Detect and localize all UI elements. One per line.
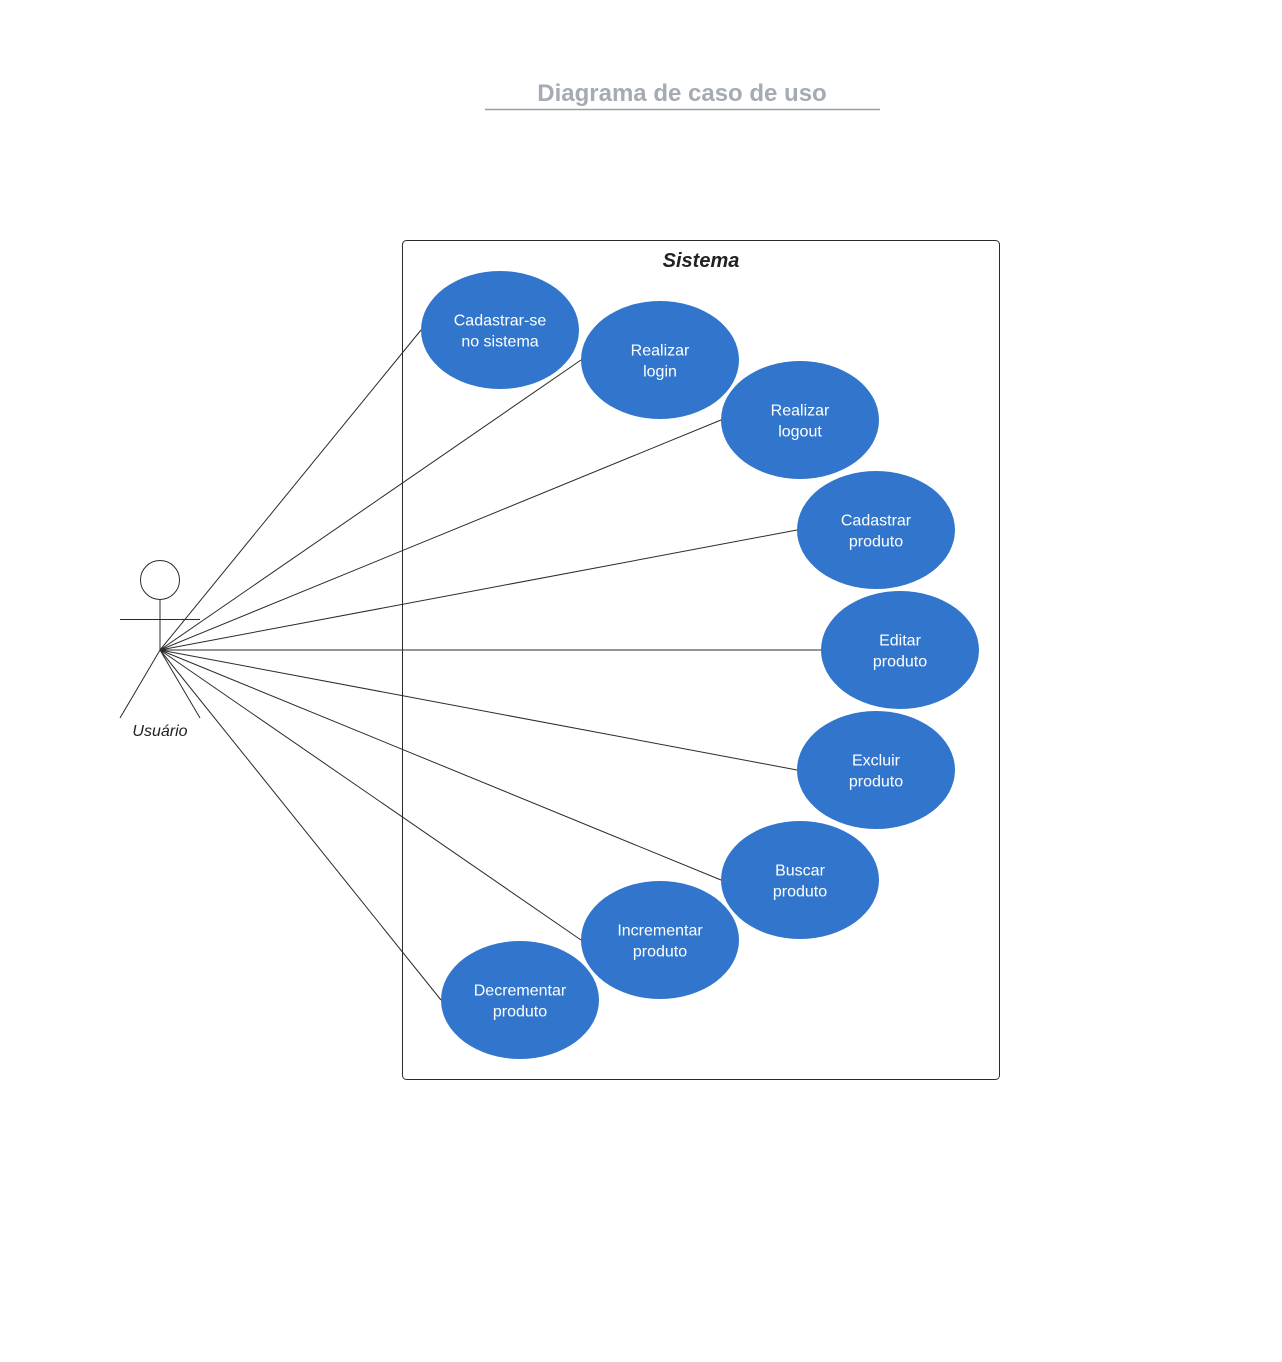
use-case-label: Decrementar	[474, 983, 567, 1000]
use-case-label: Cadastrar	[841, 513, 912, 530]
association-realizar-login	[159, 359, 582, 651]
use-case-label: login	[643, 364, 677, 381]
use-case-label: Editar	[879, 633, 921, 650]
use-case-label: logout	[778, 424, 822, 441]
use-case-excluir-produto[interactable]: Excluir produto	[797, 711, 955, 829]
use-case-label: Buscar	[775, 863, 825, 880]
use-case-ellipse	[581, 881, 739, 999]
association-buscar-produto	[159, 649, 722, 881]
use-case-ellipse	[721, 821, 879, 939]
association-incrementar-produto	[159, 649, 582, 941]
actor[interactable]: Usuário	[119, 560, 201, 741]
association-cadastrar-produto	[159, 529, 798, 651]
use-case-label: produto	[493, 1004, 547, 1021]
use-case-ellipse	[721, 361, 879, 479]
use-case-ellipse	[821, 591, 979, 709]
use-case-editar-produto[interactable]: Editar produto	[821, 591, 979, 709]
use-case-label: Excluir	[852, 753, 901, 770]
actor-head	[140, 560, 180, 600]
use-case-ellipse	[581, 301, 739, 419]
use-case-label: Realizar	[631, 343, 690, 360]
actor-right-leg	[159, 649, 201, 719]
association-realizar-logout	[159, 419, 722, 651]
use-case-label: produto	[633, 944, 687, 961]
actor-label: Usuário	[132, 723, 187, 740]
use-case-cadastrar-produto[interactable]: Cadastrar produto	[797, 471, 955, 589]
use-case-buscar-produto[interactable]: Buscar produto	[721, 821, 879, 939]
use-case-label: produto	[873, 654, 927, 671]
use-case-label: Incrementar	[617, 923, 703, 940]
association-cadastrar-se	[159, 329, 422, 651]
use-case-decrementar-produto[interactable]: Decrementar produto	[441, 941, 599, 1059]
use-case-label: produto	[849, 774, 903, 791]
use-case-label: Realizar	[771, 403, 830, 420]
use-case-label: Cadastrar-se	[454, 313, 547, 330]
use-case-ellipse	[441, 941, 599, 1059]
system-boundary	[402, 240, 1000, 1080]
use-case-ellipse	[421, 271, 579, 389]
use-case-incrementar-produto[interactable]: Incrementar produto	[581, 881, 739, 999]
use-case-ellipse	[797, 711, 955, 829]
association-decrementar-produto	[159, 649, 442, 1001]
use-case-realizar-login[interactable]: Realizar login	[581, 301, 739, 419]
association-excluir-produto	[159, 649, 798, 771]
use-case-label: no sistema	[461, 334, 538, 351]
use-case-cadastrar-se[interactable]: Cadastrar-se no sistema	[421, 271, 579, 389]
use-case-label: produto	[849, 534, 903, 551]
stick-figure-actor-icon	[119, 560, 201, 719]
associations	[159, 329, 821, 1001]
actor-left-leg	[119, 649, 161, 719]
use-case-label: produto	[773, 884, 827, 901]
page-title: Diagrama de caso de uso	[537, 80, 826, 107]
use-case-realizar-logout[interactable]: Realizar logout	[721, 361, 879, 479]
use-case-ellipse	[797, 471, 955, 589]
system-label: Sistema	[663, 250, 740, 272]
